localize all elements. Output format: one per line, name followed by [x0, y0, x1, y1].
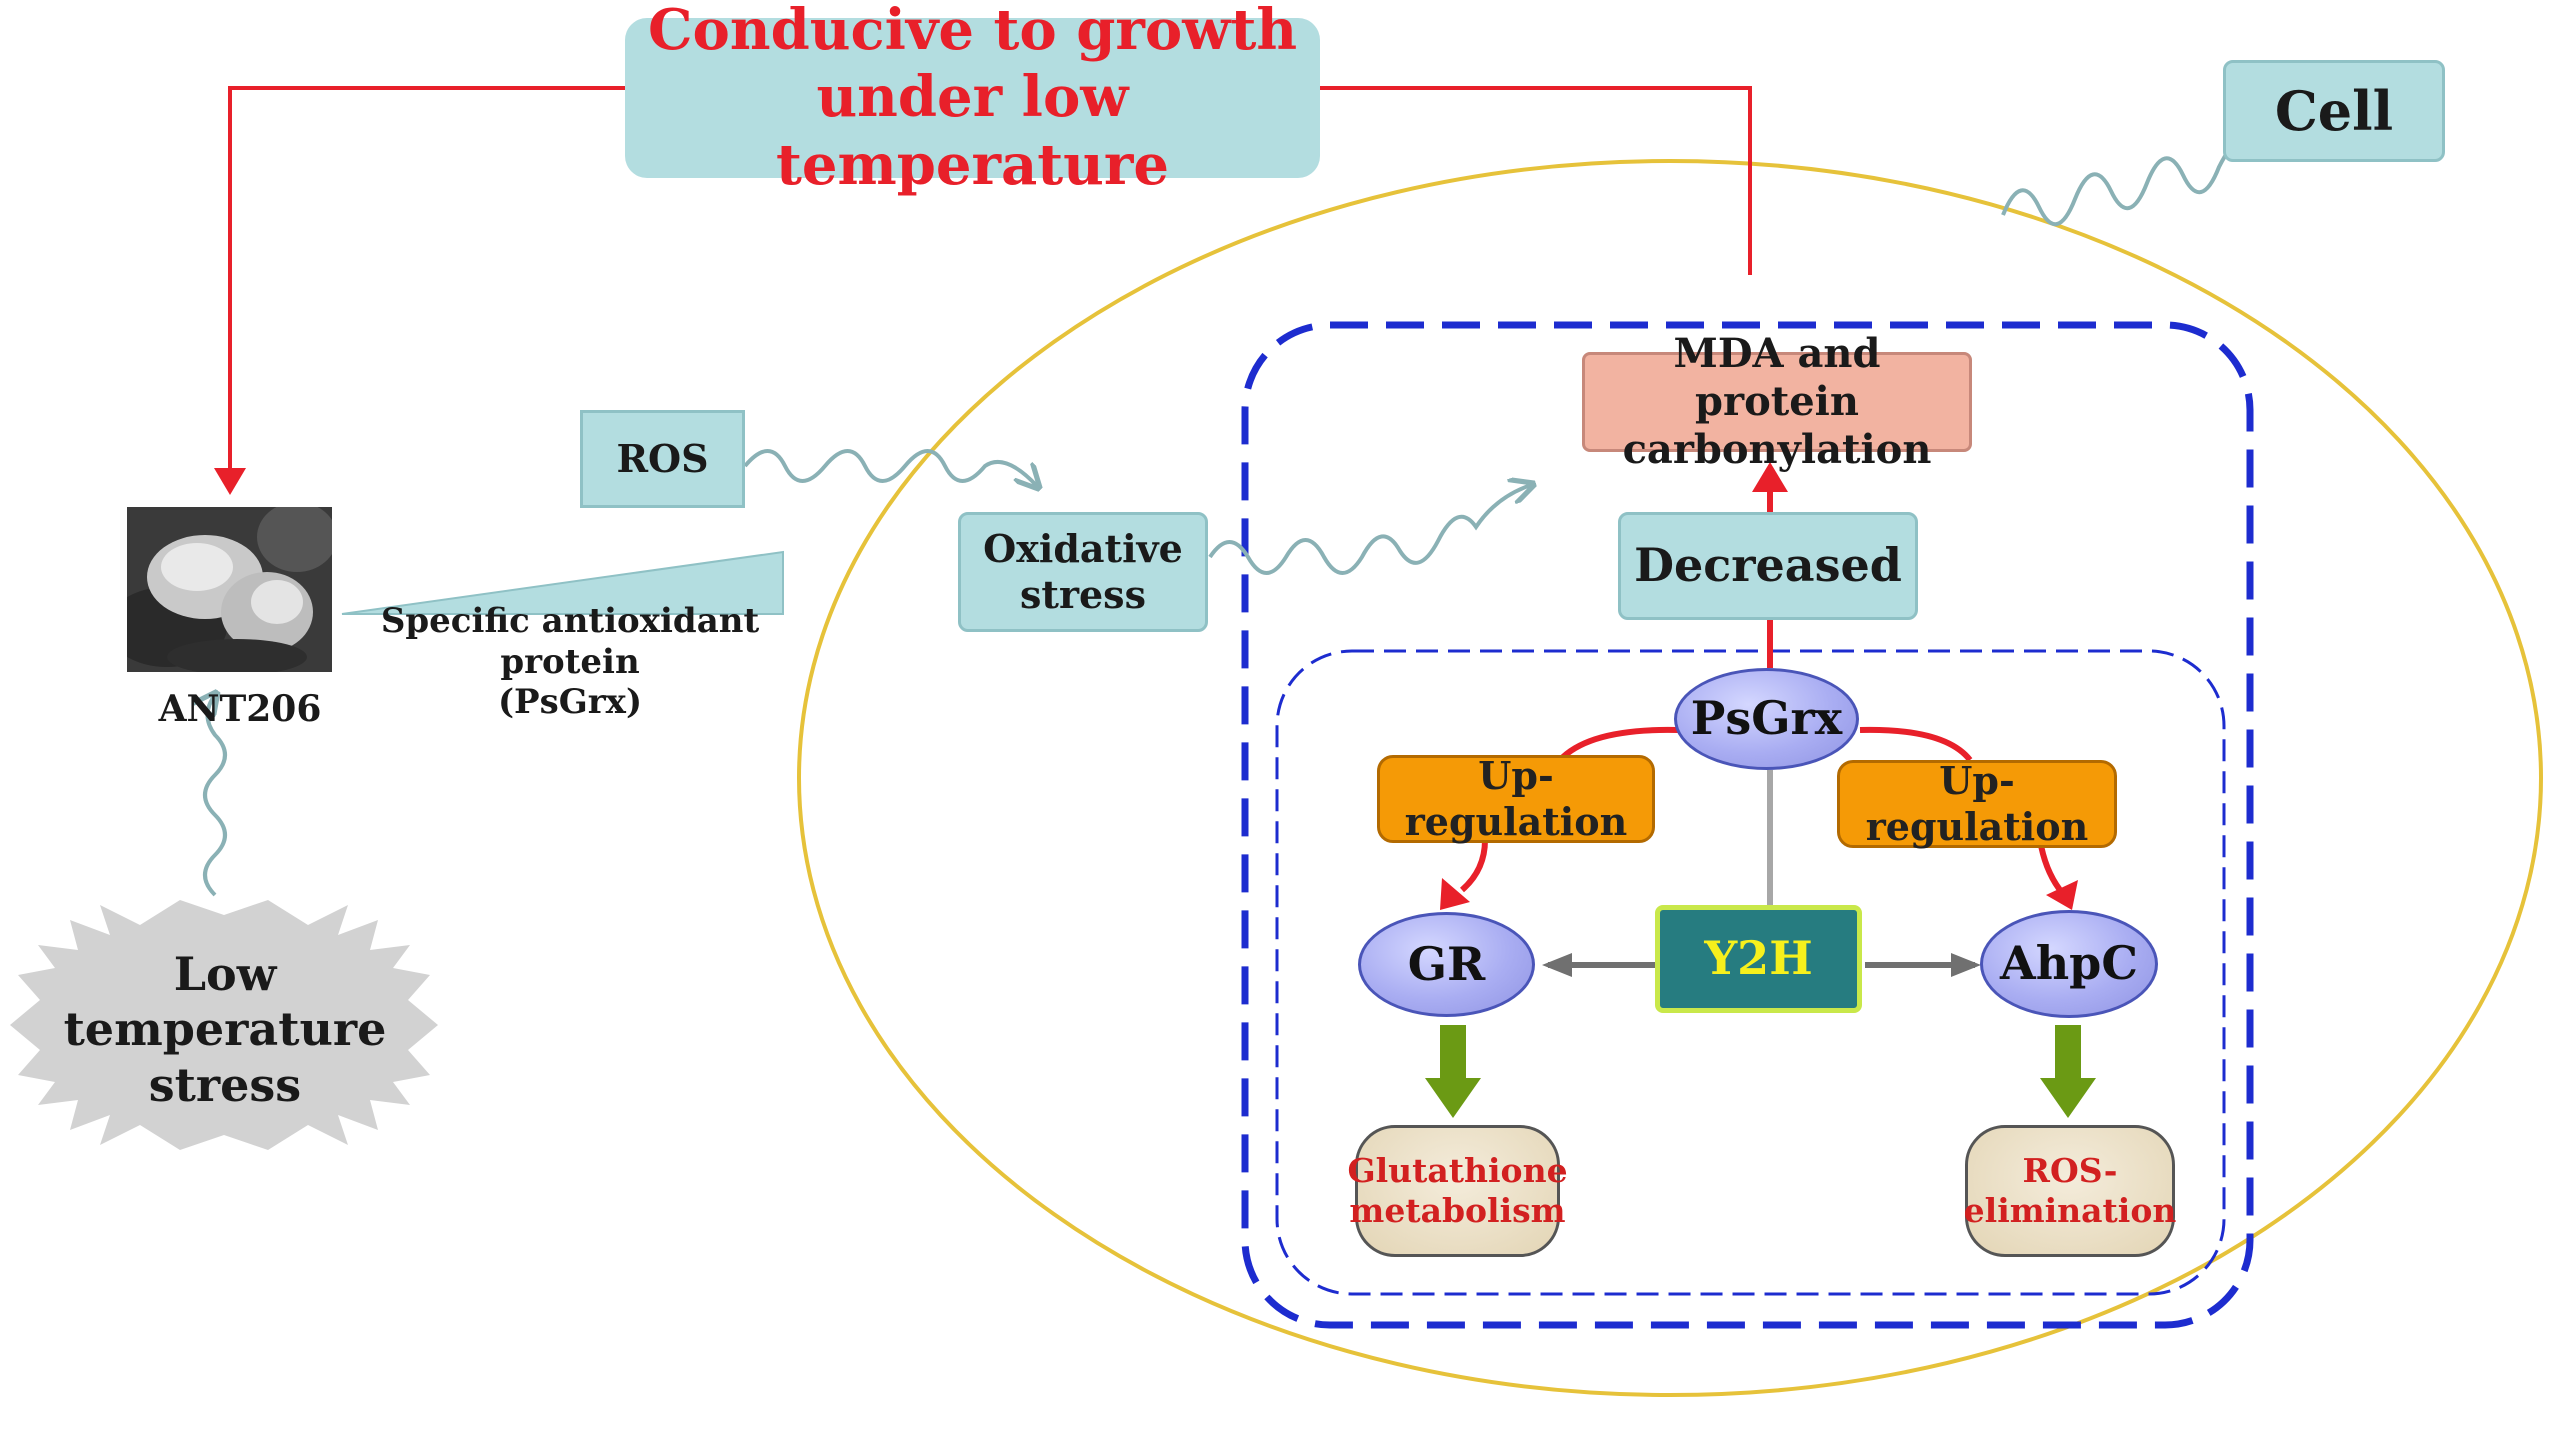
- glutathione-line1: Glutathione: [1347, 1151, 1568, 1191]
- upregulation-right-box: Up-regulation: [1837, 758, 2117, 849]
- conducive-growth-line2: under low temperature: [775, 64, 1170, 198]
- feedback-arrowhead: [214, 468, 246, 495]
- decreased-to-mda-arrowhead: [1752, 462, 1788, 492]
- decreased-box: Decreased: [1618, 512, 1918, 620]
- ant206-micrograph: [127, 507, 332, 672]
- y2h-box: Y2H: [1655, 905, 1862, 1013]
- psgrx-label: PsGrx: [1690, 691, 1843, 746]
- glutathione-metabolism-box: Glutathione metabolism: [1347, 1125, 1568, 1257]
- stress-line1: Low temperature: [63, 947, 387, 1057]
- gr-green-arrow-shaft: [1440, 1025, 1466, 1080]
- ros-elimination-line1: ROS-: [2022, 1151, 2118, 1191]
- oxidative-stress-line2: stress: [1020, 572, 1146, 617]
- ros-label: ROS: [616, 436, 709, 482]
- wavy-arrow-stress: [205, 695, 227, 897]
- ant206-label: ANT206: [158, 688, 322, 731]
- psgrx-node: PsGrx: [1674, 668, 1859, 770]
- mda-line1: MDA and protein: [1673, 330, 1881, 425]
- upregulation-left-box: Up-regulation: [1377, 753, 1655, 844]
- conducive-growth-box: Conducive to growth under low temperatur…: [625, 0, 1320, 198]
- feedback-line-left: [228, 86, 625, 470]
- protein-label-line2: (PsGrx): [497, 682, 643, 723]
- protein-ramp-triangle: [341, 550, 784, 615]
- up-left-to-gr-arrowhead: [1440, 878, 1470, 910]
- mda-line2: carbonylation: [1622, 426, 1932, 473]
- oxidative-stress-box: Oxidative stress: [958, 512, 1208, 632]
- gr-node: GR: [1358, 912, 1535, 1017]
- ahpc-green-arrow-shaft: [2055, 1025, 2081, 1080]
- cell-box: Cell: [2223, 60, 2445, 162]
- ros-elimination-line2: elimination: [1963, 1191, 2177, 1230]
- psgrx-to-right-curve: [1859, 726, 1973, 762]
- protein-label-box: Specific antioxidant protein (PsGrx): [330, 601, 810, 723]
- ahpc-node: AhpC: [1980, 910, 2158, 1018]
- conducive-growth-line1: Conducive to growth: [647, 0, 1298, 64]
- inner-dashed-region: [1275, 649, 2226, 1296]
- psgrx-to-left-curve: [1557, 726, 1679, 763]
- wavy-arrow-ros: [743, 449, 1037, 486]
- cell-label: Cell: [2274, 78, 2394, 143]
- cell-membrane: [797, 159, 2543, 1397]
- ant206-label-box: ANT206: [140, 685, 340, 735]
- wavy-arrow-oxidative: [1208, 485, 1531, 575]
- gr-green-arrow-head: [1425, 1078, 1481, 1118]
- up-left-to-gr-curve: [1459, 839, 1488, 893]
- upregulation-left-label: Up-regulation: [1404, 753, 1628, 844]
- decreased-label: Decreased: [1634, 538, 1902, 593]
- micrograph-drawing: [127, 507, 332, 672]
- gr-label: GR: [1407, 936, 1486, 991]
- ahpc-green-arrow-head: [2040, 1078, 2096, 1118]
- low-temperature-stress-label: Low temperature stress: [20, 947, 430, 1111]
- outer-dashed-region: [1241, 321, 2254, 1329]
- ros-box: ROS: [580, 410, 745, 508]
- glutathione-line2: metabolism: [1349, 1191, 1566, 1230]
- feedback-line-right: [1320, 86, 1752, 275]
- ahpc-label: AhpC: [2000, 936, 2138, 991]
- up-right-to-ahpc-arrowhead: [2046, 880, 2078, 910]
- mda-carbonylation-box: MDA and protein carbonylation: [1582, 330, 1972, 473]
- stress-line2: stress: [148, 1057, 302, 1112]
- wavy-arrow-cell: [2001, 110, 2274, 227]
- oxidative-stress-line1: Oxidative: [983, 526, 1183, 572]
- upregulation-right-label: Up-regulation: [1865, 758, 2089, 849]
- stress-starburst-rays: [10, 900, 438, 1150]
- y2h-label: Y2H: [1704, 931, 1813, 986]
- ros-elimination-box: ROS- elimination: [1963, 1125, 2177, 1257]
- protein-label-line1: Specific antioxidant protein: [380, 600, 760, 682]
